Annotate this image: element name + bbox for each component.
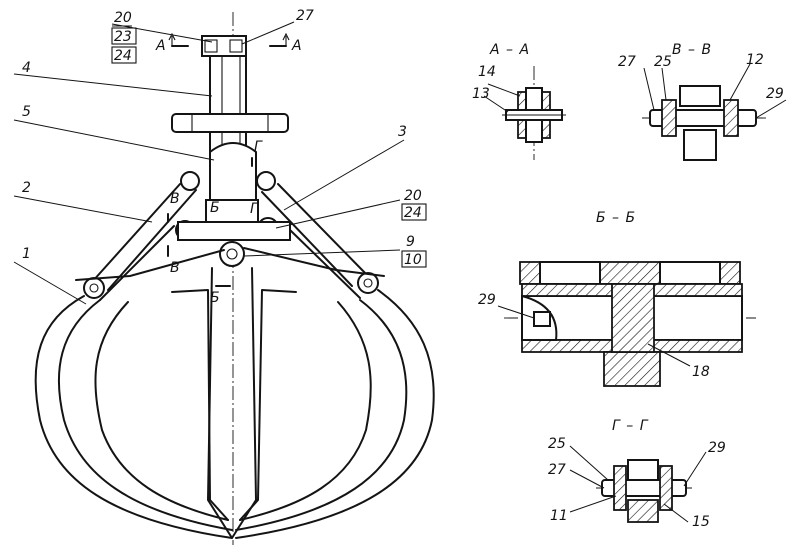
top-shackle: [201, 35, 247, 57]
cross-pin: [171, 113, 289, 133]
callout-11: 11: [550, 508, 568, 524]
upper-roller-right: [256, 171, 276, 191]
callout-2: 2: [22, 180, 31, 196]
callout-9: 9: [406, 234, 415, 250]
left-jaw-rib: [75, 249, 225, 281]
right-link-3: [289, 229, 361, 299]
section-mark-b-top: Б: [210, 200, 220, 216]
callout-14: 14: [478, 64, 496, 80]
right-jaw-plate: [239, 289, 297, 521]
callout-18: 18: [692, 364, 710, 380]
callout-1: 1: [22, 246, 31, 262]
upper-roller-left: [180, 171, 200, 191]
right-jaw-outer: [235, 289, 435, 539]
callout-29-vv: 29: [766, 86, 784, 102]
section-vv: В – В 27 25 12 29: [618, 42, 787, 161]
callout-29-gg: 29: [708, 440, 726, 456]
main-callouts: 20 27 23 24 4 5 3 2 1 20 24 9 10: [13, 8, 427, 305]
callout-27-top: 27: [296, 8, 314, 24]
link-rod: [209, 55, 247, 157]
callout-20-top: 20: [114, 10, 132, 26]
callout-24-top: 24: [114, 48, 132, 64]
section-aa: А – А 14 13: [472, 42, 566, 160]
right-jaw-outer-2: [235, 299, 408, 531]
section-title-vv: В – В: [672, 42, 712, 58]
callout-24-mid: 24: [404, 205, 422, 221]
callout-27-vv: 27: [618, 54, 636, 70]
callout-23: 23: [114, 29, 132, 45]
callout-12: 12: [746, 52, 764, 68]
callout-29-bb: 29: [478, 292, 496, 308]
callout-15: 15: [692, 514, 710, 530]
gg-sleeve: [627, 459, 659, 481]
section-mark-v-top: В: [170, 191, 180, 207]
section-mark-g-bot: Г: [250, 201, 259, 217]
left-jaw-outer: [34, 295, 233, 539]
section-markers: А А Г Г В В Б Б: [155, 32, 302, 306]
section-mark-b-bot: Б: [210, 290, 220, 306]
section-mark-a-right: А: [291, 38, 302, 54]
callout-4: 4: [22, 60, 31, 76]
callout-20-mid: 20: [404, 188, 422, 204]
section-mark-v-bot: В: [170, 260, 180, 276]
callout-3: 3: [398, 124, 407, 140]
top-bolt-head-right: [229, 39, 243, 53]
hanger-body: [209, 142, 257, 201]
grab-main-view: [34, 12, 435, 545]
section-mark-a-left: А: [155, 38, 166, 54]
central-tine: [207, 267, 257, 539]
left-link-2: [99, 225, 175, 301]
callout-10: 10: [404, 252, 422, 268]
section-title-gg: Г – Г: [612, 418, 649, 434]
cross-head: [177, 221, 291, 241]
left-jaw-plate: [171, 289, 229, 521]
callout-5: 5: [22, 104, 31, 120]
top-bolt-head-left: [204, 39, 218, 53]
bb-lower-block: [603, 351, 661, 387]
callout-25-vv: 25: [654, 54, 672, 70]
callout-13: 13: [472, 86, 490, 102]
section-mark-g-top: Г: [254, 139, 263, 155]
right-jaw-hinge: [357, 272, 379, 294]
left-link-upper: [91, 183, 181, 283]
crosshead-block: [205, 199, 259, 223]
section-bb: Б – Б 29 18: [478, 210, 756, 387]
vv-bushing: [679, 85, 721, 107]
lower-pulley: [219, 241, 245, 267]
left-jaw-inner: [94, 301, 229, 521]
section-gg: Г – Г 25 27 29 11 15: [548, 418, 726, 530]
section-title-bb: Б – Б: [596, 210, 636, 226]
callout-25-gg: 25: [548, 436, 566, 452]
left-jaw-outer-2: [57, 299, 233, 531]
section-title-aa: А – А: [489, 42, 530, 58]
right-link-upper: [277, 183, 369, 277]
right-jaw-rib: [243, 247, 385, 277]
left-link-lower: [107, 189, 197, 291]
left-jaw-hinge: [83, 277, 105, 299]
right-jaw-inner: [239, 301, 372, 521]
callout-27-gg: 27: [548, 462, 566, 478]
